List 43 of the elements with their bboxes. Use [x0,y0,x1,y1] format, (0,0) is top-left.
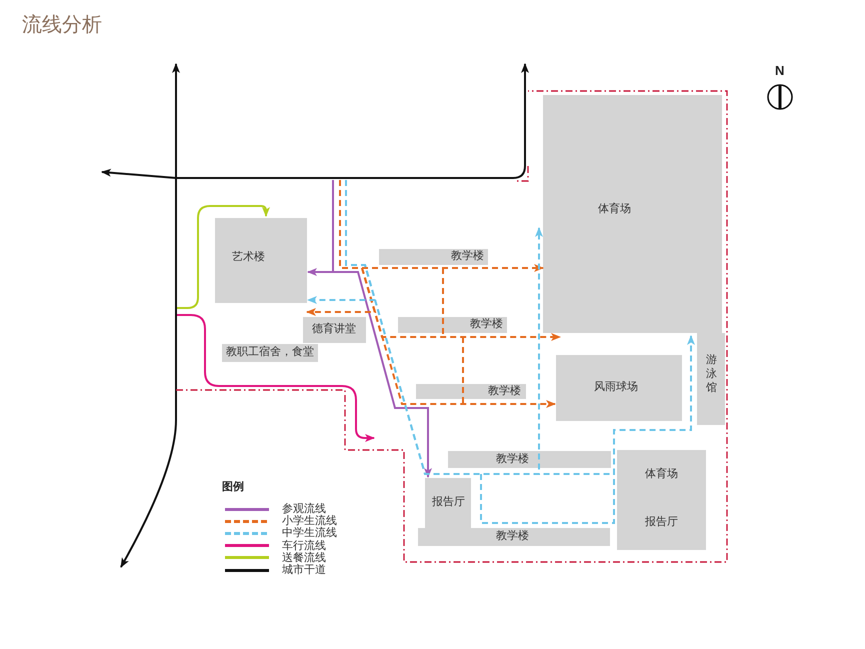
building-label: 报告厅 [645,516,678,529]
building-footprint [303,317,366,343]
building-label: 报告厅 [432,496,465,509]
building-label: 教学楼 [451,250,484,263]
building-footprint [215,218,307,303]
flow-line [442,268,444,337]
flow-arrow [345,180,695,475]
legend-label: 送餐流线 [282,552,326,564]
legend-label: 城市干道 [282,564,326,576]
building-label: 德育讲堂 [312,323,356,336]
building-label: 风雨球场 [594,381,638,394]
building-footprint [448,451,611,468]
building-footprint [543,95,722,333]
north-label: N [775,63,784,79]
legend-label: 车行流线 [282,540,326,552]
building-footprint [222,344,318,362]
building-footprint [416,384,526,399]
flow-arrow [332,180,432,478]
legend-label: 中学生流线 [282,527,337,540]
building-label: 教职工宿舍，食堂 [226,346,314,359]
building-footprint [418,528,610,546]
building-footprint [697,333,725,425]
legend-title: 图例 [222,480,244,494]
diagram-title: 流线分析 [22,13,102,37]
building-footprint [425,478,471,528]
building-footprint [398,317,507,333]
flow-arrow [177,205,270,309]
building-label: 教学楼 [496,453,529,466]
building-footprint [617,450,706,550]
building-label: 体育场 [598,203,631,216]
flow-arrow [339,180,556,408]
building-label: 体育场 [645,468,678,481]
legend-label: 小学生流线 [282,515,337,528]
building-label: 教学楼 [496,530,529,543]
flow-line [480,474,615,524]
flow-line [462,337,464,404]
legend-label: 参观流线 [282,503,326,515]
building-footprint [379,249,488,265]
building-label: 教学楼 [488,385,521,398]
building-label: 艺术楼 [232,251,265,264]
building-label: 教学楼 [470,318,503,331]
building-footprint [556,355,682,421]
building-label: 游泳馆 [706,353,717,395]
